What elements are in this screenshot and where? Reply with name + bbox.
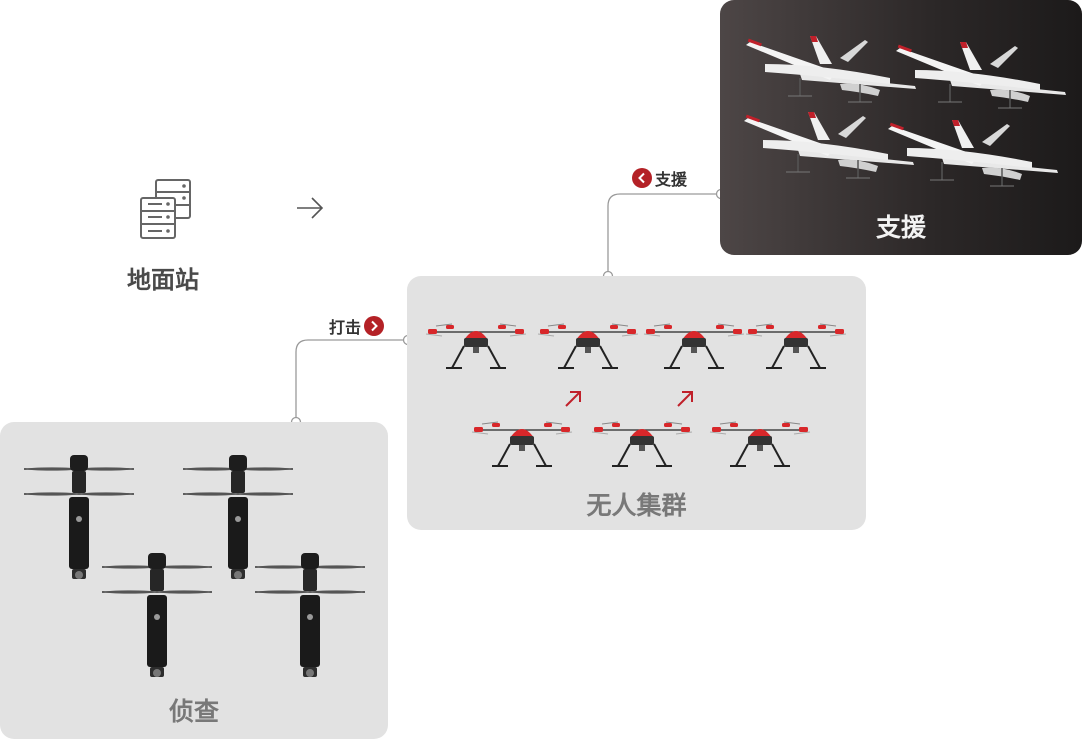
quad-drone-7 (709, 421, 811, 467)
support-tag-label: 支援 (655, 170, 688, 189)
quad-drone-4 (745, 323, 847, 369)
strike-tag-label: 打击 (329, 318, 362, 337)
ground-station-label: 地面站 (127, 266, 199, 294)
arrow-up-right-icon (565, 391, 581, 407)
strike-connector (295, 339, 408, 422)
recon-panel-label: 侦查 (168, 697, 219, 726)
chevron-right-icon (364, 316, 385, 336)
quad-drone-3 (643, 323, 745, 369)
quad-drone-5 (471, 421, 573, 467)
recon-munition-4 (255, 553, 365, 678)
support-panel-label: 支援 (875, 213, 926, 242)
quad-drone-1 (425, 323, 527, 369)
quad-drone-6 (591, 421, 693, 467)
quad-drone-2 (537, 323, 639, 369)
chevron-left-icon (632, 168, 652, 188)
support-tag: 支援 (632, 166, 687, 190)
cluster-panel-label: 无人集群 (586, 491, 687, 520)
server-rack-icon (140, 179, 191, 239)
arrow-up-right-icon (677, 391, 693, 407)
recon-munition-3 (102, 553, 212, 678)
strike-tag: 打击 (329, 314, 385, 338)
cluster-panel: 无人集群 (407, 276, 866, 530)
arrow-right-icon (297, 197, 324, 219)
vtol-drone-4 (887, 119, 1059, 187)
recon-panel: 侦查 (0, 422, 388, 739)
vtol-drone-2 (895, 41, 1067, 109)
support-connector (607, 193, 721, 276)
